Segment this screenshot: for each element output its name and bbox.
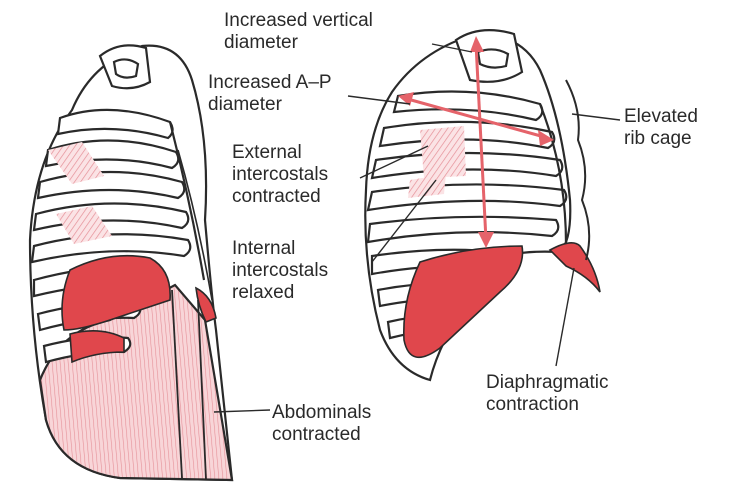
label-line: rib cage [624, 128, 698, 150]
label-line: Elevated [624, 106, 698, 128]
label-internal-intercostals: Internal intercostals relaxed [232, 238, 328, 304]
label-line: contracted [232, 186, 328, 208]
label-elevated-rib-cage: Elevated rib cage [624, 106, 698, 150]
right-rib-cage [365, 30, 600, 380]
label-line: relaxed [232, 282, 328, 304]
label-line: contracted [272, 424, 371, 446]
label-line: intercostals [232, 164, 328, 186]
label-line: diameter [224, 32, 373, 54]
label-line: Diaphragmatic [486, 372, 609, 394]
label-line: contraction [486, 394, 609, 416]
label-line: Increased A–P [208, 72, 332, 94]
label-external-intercostals: External intercostals contracted [232, 142, 328, 208]
label-line: Abdominals [272, 402, 371, 424]
label-line: Increased vertical [224, 10, 373, 32]
label-increased-vertical-diameter: Increased vertical diameter [224, 10, 373, 54]
label-abdominals-contracted: Abdominals contracted [272, 402, 371, 446]
label-line: External [232, 142, 328, 164]
label-diaphragmatic-contraction: Diaphragmatic contraction [486, 372, 609, 416]
label-line: Internal [232, 238, 328, 260]
left-rib-cage [30, 45, 232, 480]
label-line: diameter [208, 94, 332, 116]
label-increased-ap-diameter: Increased A–P diameter [208, 72, 332, 116]
label-line: intercostals [232, 260, 328, 282]
